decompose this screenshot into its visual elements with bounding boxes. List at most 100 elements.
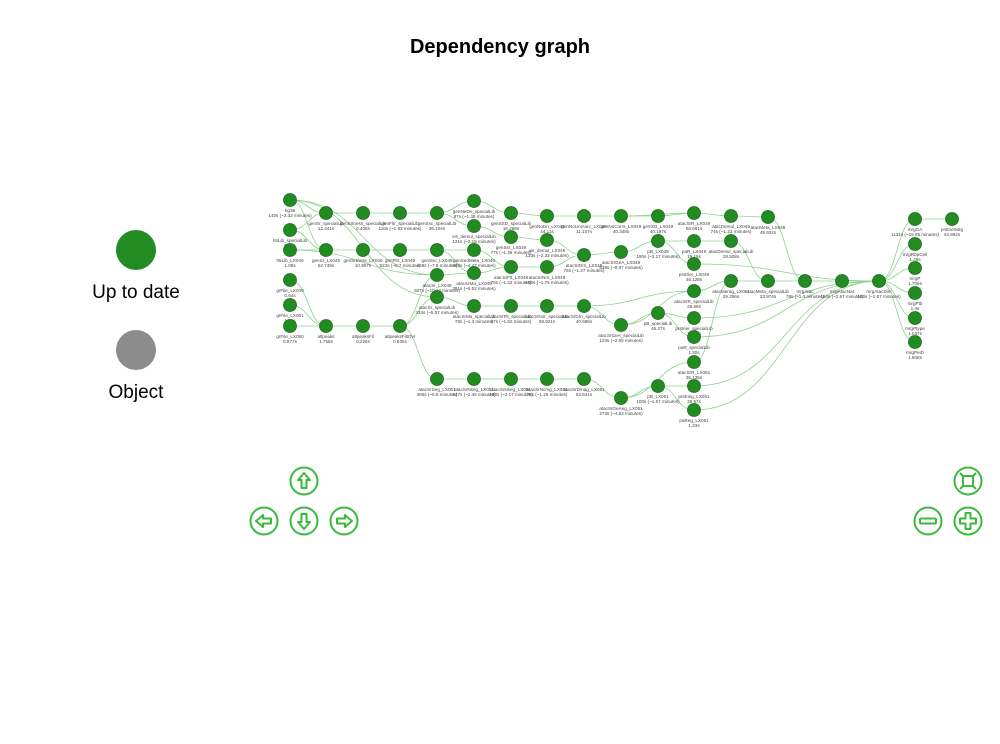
legend-object-label: Object xyxy=(108,382,164,403)
node-circle xyxy=(577,248,591,262)
pan-down-button[interactable] xyxy=(289,506,319,536)
node-label: atacSrR_specialLib xyxy=(674,299,714,304)
node-circle xyxy=(540,372,554,386)
pan-right-button[interactable] xyxy=(329,506,359,536)
fit-view-button[interactable] xyxy=(953,466,983,496)
node-circle xyxy=(319,243,333,257)
node-duration: 42.862s xyxy=(944,232,961,237)
pan-up-button[interactable] xyxy=(289,466,319,496)
node-circle xyxy=(614,209,628,223)
node-label: atacMeta_LX049 xyxy=(751,225,786,230)
node-circle xyxy=(687,257,701,271)
node-label: genSrtness_specialLib xyxy=(340,221,387,226)
node-duration: 133s (~2.22 minutes) xyxy=(525,253,569,258)
node-circle xyxy=(356,319,370,333)
zoom-in-button[interactable] xyxy=(953,506,983,536)
node-label: pB_specialLib xyxy=(644,321,673,326)
node-circle xyxy=(724,274,738,288)
node-circle xyxy=(651,234,665,248)
node-label: prstrierMrg xyxy=(941,227,964,232)
zoom-out-button[interactable] xyxy=(913,506,943,536)
node-circle xyxy=(319,319,333,333)
node-duration: 78s (~1.3 minutes) xyxy=(786,294,825,299)
node-duration: 105s (~1.75 minutes) xyxy=(525,280,569,285)
node-label: atacSrSeg_LX051 xyxy=(418,387,456,392)
pan-left-button[interactable] xyxy=(249,506,279,536)
node-circle xyxy=(687,206,701,220)
node-label: pB_LX049 xyxy=(647,249,669,254)
node-circle xyxy=(393,206,407,220)
node-label: mrgAtac xyxy=(796,289,814,294)
